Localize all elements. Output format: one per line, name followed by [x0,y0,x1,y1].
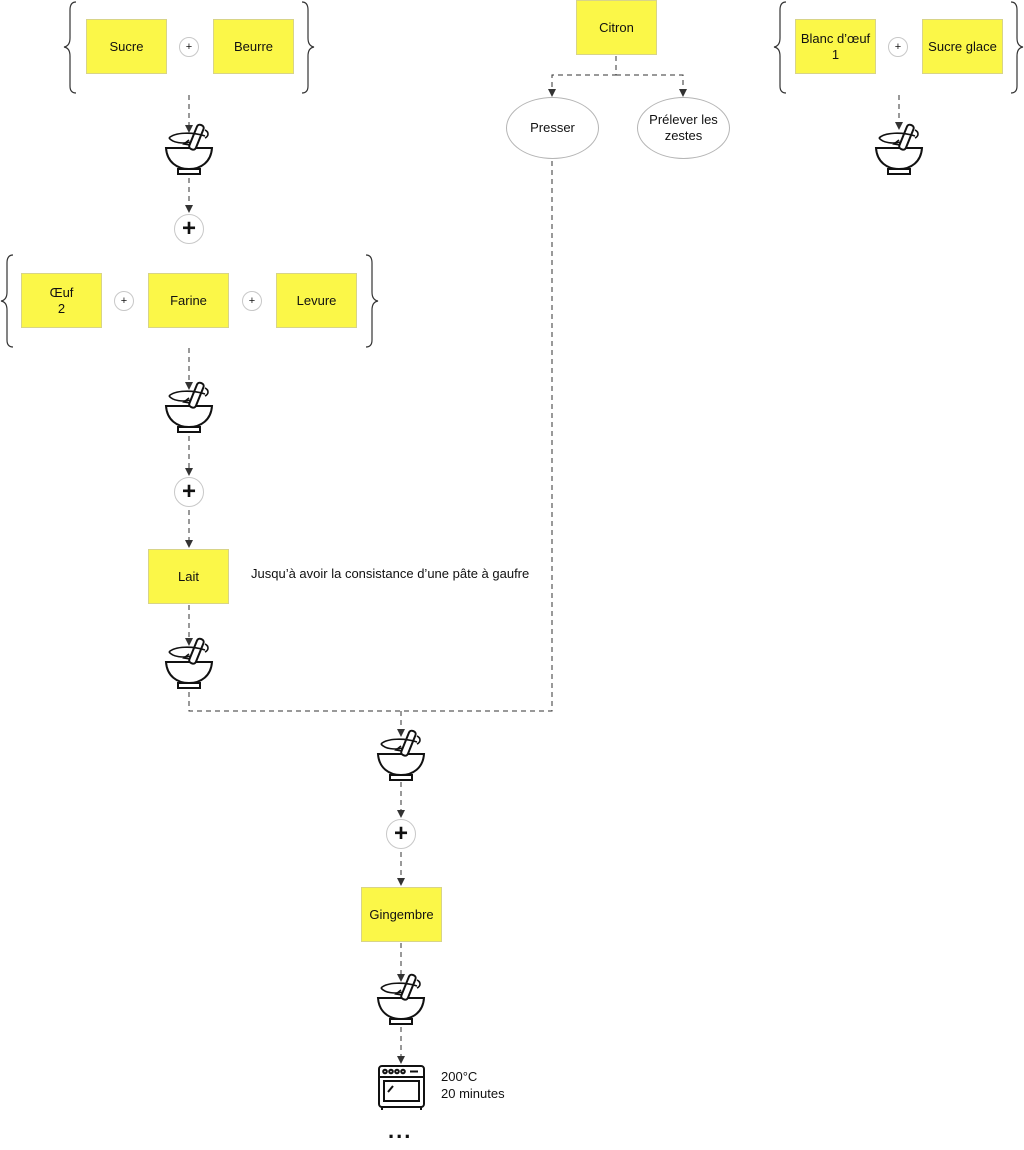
plus-operator-small: + [888,37,908,57]
note-cuisson: 200°C 20 minutes [441,1069,505,1101]
plus-operator-large: + [174,477,204,507]
ingredient-beurre: Beurre [213,19,294,74]
mixing-bowl-icon [165,380,213,433]
ingredient-sucre-glace: Sucre glace [922,19,1003,74]
brace-group-sucre-beurre [63,1,315,94]
plus-operator-large: + [174,214,204,244]
brace-group-blanc-sucre-glace [773,1,1024,94]
ingredient-citron: Citron [576,0,657,55]
ingredient-farine: Farine [148,273,229,328]
mixing-bowl-icon [165,636,213,689]
connectors [185,56,903,1064]
ingredient-gingembre: Gingembre [361,887,442,942]
ingredient-levure: Levure [276,273,357,328]
ingredient-lait: Lait [148,549,229,604]
mixing-bowl-icon [377,972,425,1025]
ingredient-oeuf: Œuf 2 [21,273,102,328]
continuation-ellipsis: ... [388,1118,413,1143]
mixing-bowl-icon [875,122,923,175]
action-prelever-zestes: Prélever les zestes [637,97,730,159]
ingredient-sucre: Sucre [86,19,167,74]
brace-group-oeuf-farine-levure [0,254,379,348]
plus-operator-small: + [242,291,262,311]
plus-operator-small: + [179,37,199,57]
ingredient-blanc-oeuf: Blanc d’œuf 1 [795,19,876,74]
note-lait-consistance: Jusqu’à avoir la consistance d’une pâte … [251,566,530,581]
mixing-bowl-icon [377,728,425,781]
plus-operator-large: + [386,819,416,849]
oven-icon [378,1065,425,1110]
action-presser: Presser [506,97,599,159]
plus-operator-small: + [114,291,134,311]
